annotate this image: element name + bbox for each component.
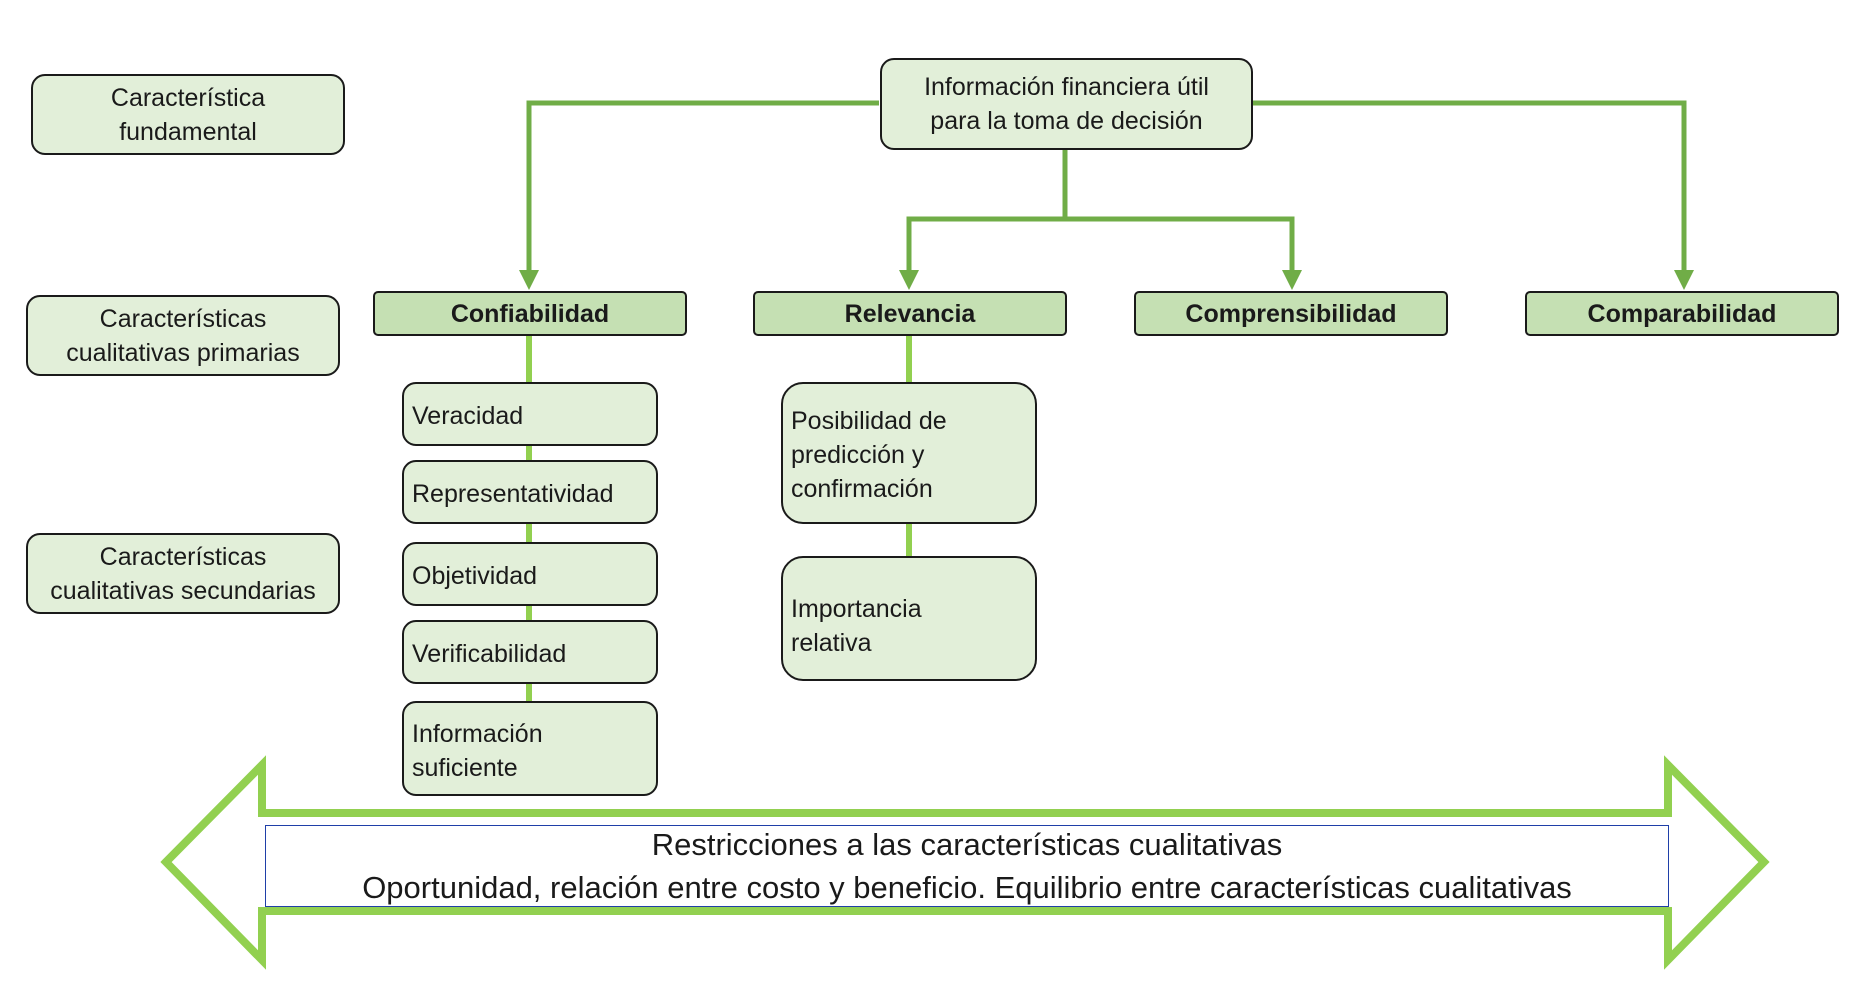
informacion-line-1: Información xyxy=(412,719,543,748)
connector-to-comprensibilidad xyxy=(1065,216,1302,290)
node-informacion-suficiente: Información suficiente xyxy=(402,701,658,796)
node-representatividad: Representatividad xyxy=(402,460,658,524)
relevancia-label: Relevancia xyxy=(844,299,976,328)
representatividad-label: Representatividad xyxy=(412,480,614,508)
node-verificabilidad: Verificabilidad xyxy=(402,620,658,684)
connector-to-comparabilidad xyxy=(1251,100,1694,290)
node-veracidad: Veracidad xyxy=(402,382,658,446)
comprensibilidad-label: Comprensibilidad xyxy=(1185,299,1397,328)
legend-primarias: Características cualitativas primarias xyxy=(26,295,340,376)
node-relevancia: Relevancia xyxy=(753,291,1067,336)
legend-primarias-line-2: cualitativas primarias xyxy=(66,338,300,367)
node-confiabilidad: Confiabilidad xyxy=(373,291,687,336)
objetividad-label: Objetividad xyxy=(412,562,538,590)
root-line-2: para la toma de decisión xyxy=(930,107,1203,135)
legend-fundamental-line-2: fundamental xyxy=(119,117,257,146)
connector-to-relevancia xyxy=(899,150,1068,290)
verificabilidad-label: Verificabilidad xyxy=(412,640,567,668)
legend-fundamental: Característica fundamental xyxy=(31,74,345,155)
node-objetividad: Objetividad xyxy=(402,542,658,606)
posibilidad-line-2: predicción y xyxy=(791,441,925,469)
node-comparabilidad: Comparabilidad xyxy=(1525,291,1839,336)
root-node: Información financiera útil para la toma… xyxy=(880,58,1253,150)
veracidad-label: Veracidad xyxy=(412,402,524,430)
node-posibilidad-prediccion: Posibilidad de predicción y confirmación xyxy=(781,382,1037,524)
restricciones-detail: Oportunidad, relación entre costo y bene… xyxy=(362,870,1572,905)
legend-secundarias: Características cualitativas secundarias xyxy=(26,533,340,614)
legend-secundarias-line-1: Características xyxy=(99,542,267,571)
confiabilidad-label: Confiabilidad xyxy=(450,299,610,328)
posibilidad-line-3: confirmación xyxy=(791,475,933,503)
legend-primarias-line-1: Características xyxy=(99,304,267,333)
root-line-1: Información financiera útil xyxy=(924,73,1209,101)
restricciones-band: Restricciones a las características cual… xyxy=(265,825,1669,907)
informacion-line-2: suficiente xyxy=(412,753,518,782)
posibilidad-line-1: Posibilidad de xyxy=(791,407,947,435)
importancia-line-2: relativa xyxy=(791,628,872,657)
legend-secundarias-line-2: cualitativas secundarias xyxy=(50,576,316,605)
restricciones-title: Restricciones a las características cual… xyxy=(651,827,1283,862)
connector-to-confiabilidad xyxy=(519,100,879,290)
node-comprensibilidad: Comprensibilidad xyxy=(1134,291,1448,336)
node-importancia-relativa: Importancia relativa xyxy=(781,556,1037,681)
comparabilidad-label: Comparabilidad xyxy=(1587,299,1777,328)
importancia-line-1: Importancia xyxy=(791,594,922,623)
legend-fundamental-line-1: Característica xyxy=(110,83,266,112)
